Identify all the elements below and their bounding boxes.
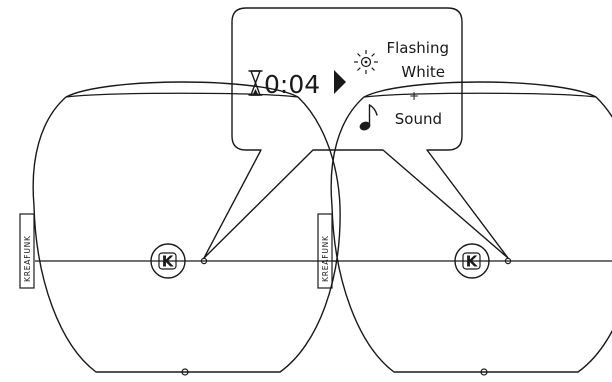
- timer-value: 0:04: [264, 70, 320, 99]
- brand-tag-right: [317, 213, 333, 289]
- status-callout: 0:04 Flashing White + Sound: [203, 7, 509, 259]
- k-button-left[interactable]: K: [150, 243, 186, 279]
- speaker-right-body: [330, 81, 612, 373]
- k-button-right[interactable]: K: [454, 243, 490, 279]
- brand-tag-left: [19, 213, 35, 289]
- callout-bubble: [203, 7, 509, 259]
- hourglass-icon: [248, 70, 263, 96]
- speaker-left-rim: [65, 92, 299, 98]
- speaker-left-body: [32, 81, 341, 373]
- k-logo-right: K: [466, 253, 479, 271]
- bottom-port-left: [181, 368, 189, 376]
- speaker-left: KREAFUNK K: [19, 81, 341, 376]
- brand-label-right: KREAFUNK: [321, 235, 330, 282]
- flash-light-icon: [354, 50, 378, 74]
- light-effect-line-2: White: [401, 63, 445, 81]
- speaker-right: KREAFUNK K: [317, 81, 612, 376]
- light-effect-line-1: Flashing: [386, 39, 449, 57]
- speaker-right-rim: [363, 92, 597, 98]
- k-logo-left: K: [162, 253, 175, 271]
- sound-label: Sound: [395, 110, 442, 128]
- brand-label-left: KREAFUNK: [23, 235, 32, 282]
- plus-sign: +: [409, 89, 419, 103]
- play-arrow-icon: [334, 70, 346, 94]
- bottom-port-right: [480, 368, 488, 376]
- music-note-icon: [359, 104, 378, 131]
